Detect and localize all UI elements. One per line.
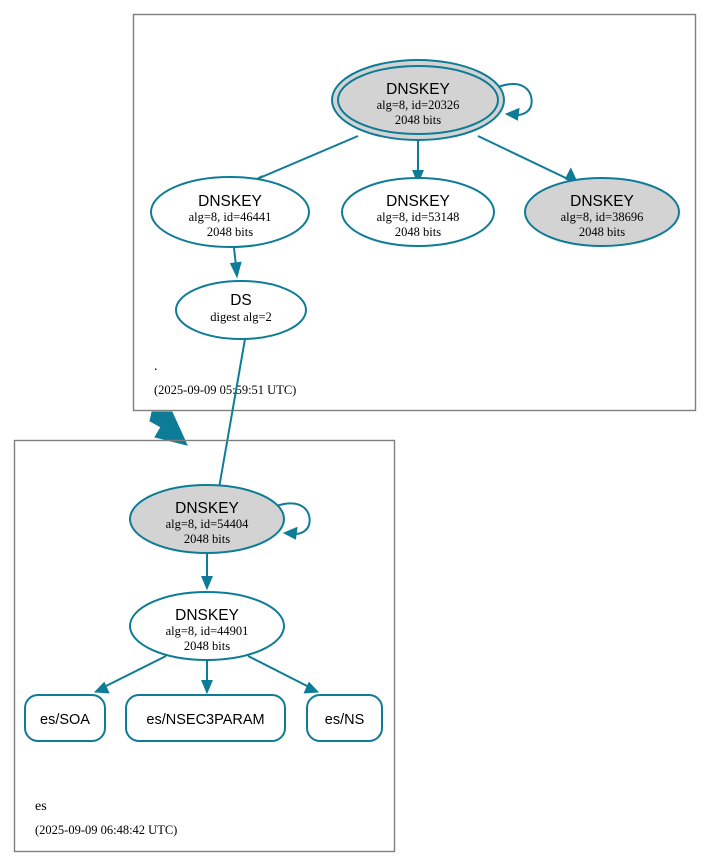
node-rrset-es-ns-label: es/NS <box>325 712 365 728</box>
node-dnskey-root-key-38696-alg-id: alg=8, id=38696 <box>561 210 644 224</box>
node-dnskey-root-zsk-53148-title: DNSKEY <box>386 193 450 210</box>
zone-cluster-es-border <box>13 439 396 853</box>
node-dnskey-root-key-38696-title: DNSKEY <box>570 193 634 210</box>
zone-cluster-root-border <box>132 13 697 412</box>
node-rrset-es-nsec3param[interactable]: es/NSEC3PARAM <box>125 694 286 742</box>
edge-ds-to-es-ksk <box>211 338 246 501</box>
node-dnskey-root-ksk-20326-size: 2048 bits <box>395 113 441 127</box>
edge-root-ksk-self-loop <box>497 83 533 121</box>
node-dnskey-es-zsk-44901[interactable]: DNSKEY alg=8, id=44901 2048 bits <box>129 591 285 661</box>
node-ds-root[interactable]: DS digest alg=2 <box>175 280 307 340</box>
node-dnskey-es-ksk-54404-size: 2048 bits <box>184 532 230 546</box>
edge-root-ksk-to-zsk-53148 <box>412 140 424 185</box>
node-dnskey-root-zsk-53148-shape <box>341 177 495 247</box>
edge-es-ksk-to-zsk-44901 <box>201 553 213 591</box>
edge-es-ksk-self-loop <box>275 502 311 540</box>
node-rrset-es-soa-label: es/SOA <box>40 712 90 728</box>
node-ds-root-shape <box>175 280 307 340</box>
node-rrset-es-nsec3param-label: es/NSEC3PARAM <box>146 712 264 728</box>
edge-es-zsk-to-soa <box>93 655 167 694</box>
node-dnskey-es-ksk-54404[interactable]: DNSKEY alg=8, id=54404 2048 bits <box>129 484 285 554</box>
node-dnskey-root-zsk-53148[interactable]: DNSKEY alg=8, id=53148 2048 bits <box>341 177 495 247</box>
node-dnskey-es-zsk-44901-title: DNSKEY <box>175 607 239 624</box>
node-dnskey-root-zsk-46441-title: DNSKEY <box>198 193 262 210</box>
zone-cluster-root: DNSKEY alg=8, id=20326 2048 bits DNSKEY … <box>132 13 697 412</box>
zone-cluster-es: DNSKEY alg=8, id=54404 2048 bits DNSKEY … <box>13 439 396 853</box>
node-dnskey-root-zsk-53148-alg-id: alg=8, id=53148 <box>377 210 460 224</box>
node-dnskey-root-zsk-46441-size: 2048 bits <box>207 225 253 239</box>
edge-root-zsk-46441-to-ds <box>229 247 242 279</box>
node-dnskey-root-zsk-46441-alg-id: alg=8, id=46441 <box>189 210 272 224</box>
node-rrset-es-soa-shape <box>24 694 106 742</box>
node-dnskey-root-ksk-20326-title: DNSKEY <box>386 81 450 98</box>
node-ds-root-title: DS <box>230 292 252 309</box>
delegation-arrow-root-to-es <box>149 411 188 446</box>
edge-root-ksk-to-key-38696 <box>477 135 579 185</box>
edge-es-zsk-to-nsec3param <box>201 660 213 695</box>
node-ds-root-digest-alg: digest alg=2 <box>210 310 272 324</box>
node-dnskey-root-key-38696-shape <box>524 177 680 247</box>
node-dnskey-es-zsk-44901-size: 2048 bits <box>184 639 230 653</box>
zone-label-root-name: . <box>154 359 158 374</box>
node-rrset-es-ns-shape <box>306 694 383 742</box>
zone-label-es-timestamp: (2025-09-09 06:48:42 UTC) <box>35 823 177 837</box>
node-dnskey-es-ksk-54404-alg-id: alg=8, id=54404 <box>166 517 250 531</box>
node-dnskey-root-zsk-53148-size: 2048 bits <box>395 225 441 239</box>
node-dnskey-root-ksk-20326-inner <box>337 65 499 135</box>
zone-label-root-timestamp: (2025-09-09 05:59:51 UTC) <box>154 383 296 397</box>
node-dnskey-root-ksk-20326-alg-id: alg=8, id=20326 <box>377 98 460 112</box>
zone-label-es-name: es <box>35 799 47 814</box>
node-dnskey-root-zsk-46441[interactable]: DNSKEY alg=8, id=46441 2048 bits <box>150 176 310 248</box>
node-rrset-es-soa[interactable]: es/SOA <box>24 694 106 742</box>
node-rrset-es-ns[interactable]: es/NS <box>306 694 383 742</box>
node-dnskey-root-key-38696[interactable]: DNSKEY alg=8, id=38696 2048 bits <box>524 177 680 247</box>
edge-es-zsk-to-ns <box>247 655 320 694</box>
node-rrset-es-nsec3param-shape <box>125 694 286 742</box>
node-dnskey-es-ksk-54404-title: DNSKEY <box>175 500 239 517</box>
node-dnskey-root-key-38696-size: 2048 bits <box>579 225 625 239</box>
node-dnskey-root-ksk-20326[interactable]: DNSKEY alg=8, id=20326 2048 bits <box>331 59 505 141</box>
node-dnskey-root-zsk-46441-shape <box>150 176 310 248</box>
node-dnskey-es-zsk-44901-alg-id: alg=8, id=44901 <box>166 624 249 638</box>
